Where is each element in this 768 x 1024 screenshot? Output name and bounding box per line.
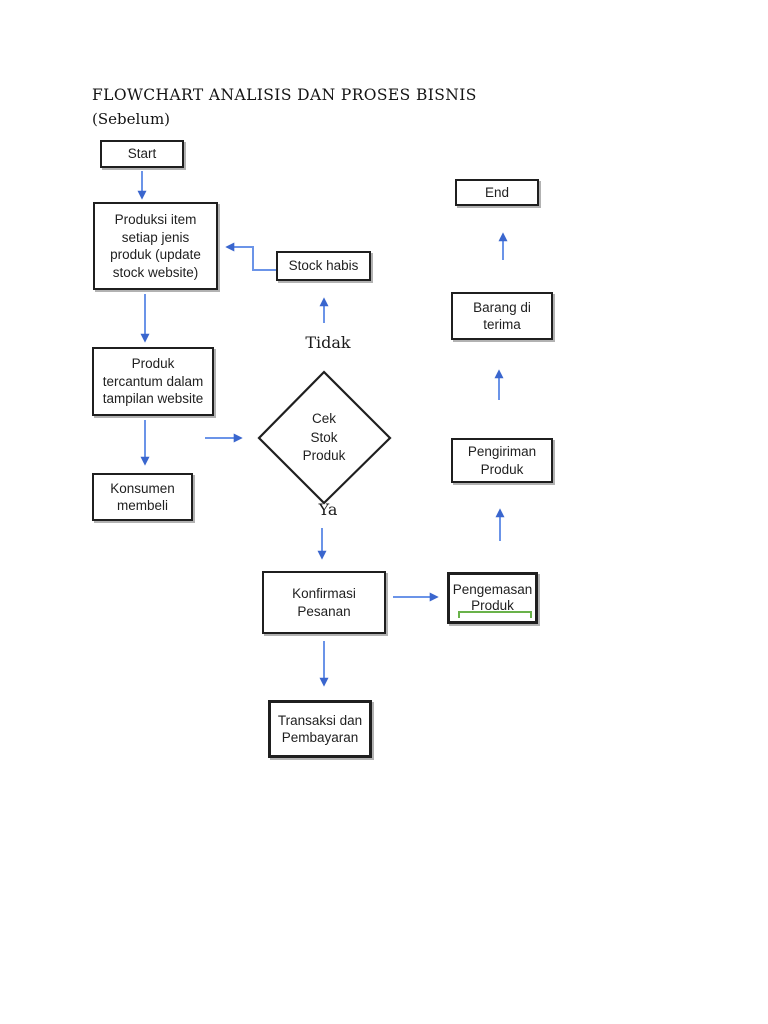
node-pengiriman-produk: Pengiriman Produk <box>451 438 553 483</box>
node-konsumen-membeli: Konsumen membeli <box>92 473 193 521</box>
node-barang-diterima: Barang di terima <box>451 292 553 340</box>
node-konsumen-membeli-label: Konsumen membeli <box>110 480 175 514</box>
node-stock-habis-label: Stock habis <box>288 258 359 274</box>
node-end: End <box>455 179 539 206</box>
node-pengiriman-produk-label: Pengiriman Produk <box>467 444 537 477</box>
decision-diamond-cek-stok <box>257 370 392 505</box>
node-start: Start <box>100 140 184 168</box>
node-produk-tercantum-label: Produk tercantum dalam tampilan website <box>102 356 204 407</box>
edge-label-ya: Ya <box>318 500 338 519</box>
arrow-stock-habis-to-produksi <box>225 242 277 271</box>
edge-label-tidak: Tidak <box>305 333 351 352</box>
node-produksi: Produksi item setiap jenis produk (updat… <box>93 202 218 290</box>
node-start-label: Start <box>127 146 157 162</box>
node-pengemasan-produk: Pengemasan Produk <box>447 572 538 624</box>
node-cek-stok-label: Cek Stok Produk <box>302 411 346 464</box>
node-produksi-label: Produksi item setiap jenis produk (updat… <box>110 212 201 280</box>
node-konfirmasi-pesanan-label: Konfirmasi Pesanan <box>292 586 356 619</box>
green-bracket-annotation <box>458 611 532 618</box>
node-end-label: End <box>484 184 510 200</box>
node-konfirmasi-pesanan: Konfirmasi Pesanan <box>262 571 386 634</box>
node-barang-diterima-label: Barang di terima <box>473 299 531 333</box>
node-pengemasan-produk-label: Pengemasan Produk <box>452 581 533 614</box>
node-stock-habis: Stock habis <box>276 251 371 281</box>
page-subtitle: (Sebelum) <box>92 110 171 128</box>
node-transaksi-pembayaran-label: Transaksi dan Pembayaran <box>277 712 363 746</box>
node-transaksi-pembayaran: Transaksi dan Pembayaran <box>268 700 372 758</box>
node-produk-tercantum: Produk tercantum dalam tampilan website <box>92 347 214 416</box>
page-title: FLOWCHART ANALISIS DAN PROSES BISNIS <box>92 86 477 104</box>
